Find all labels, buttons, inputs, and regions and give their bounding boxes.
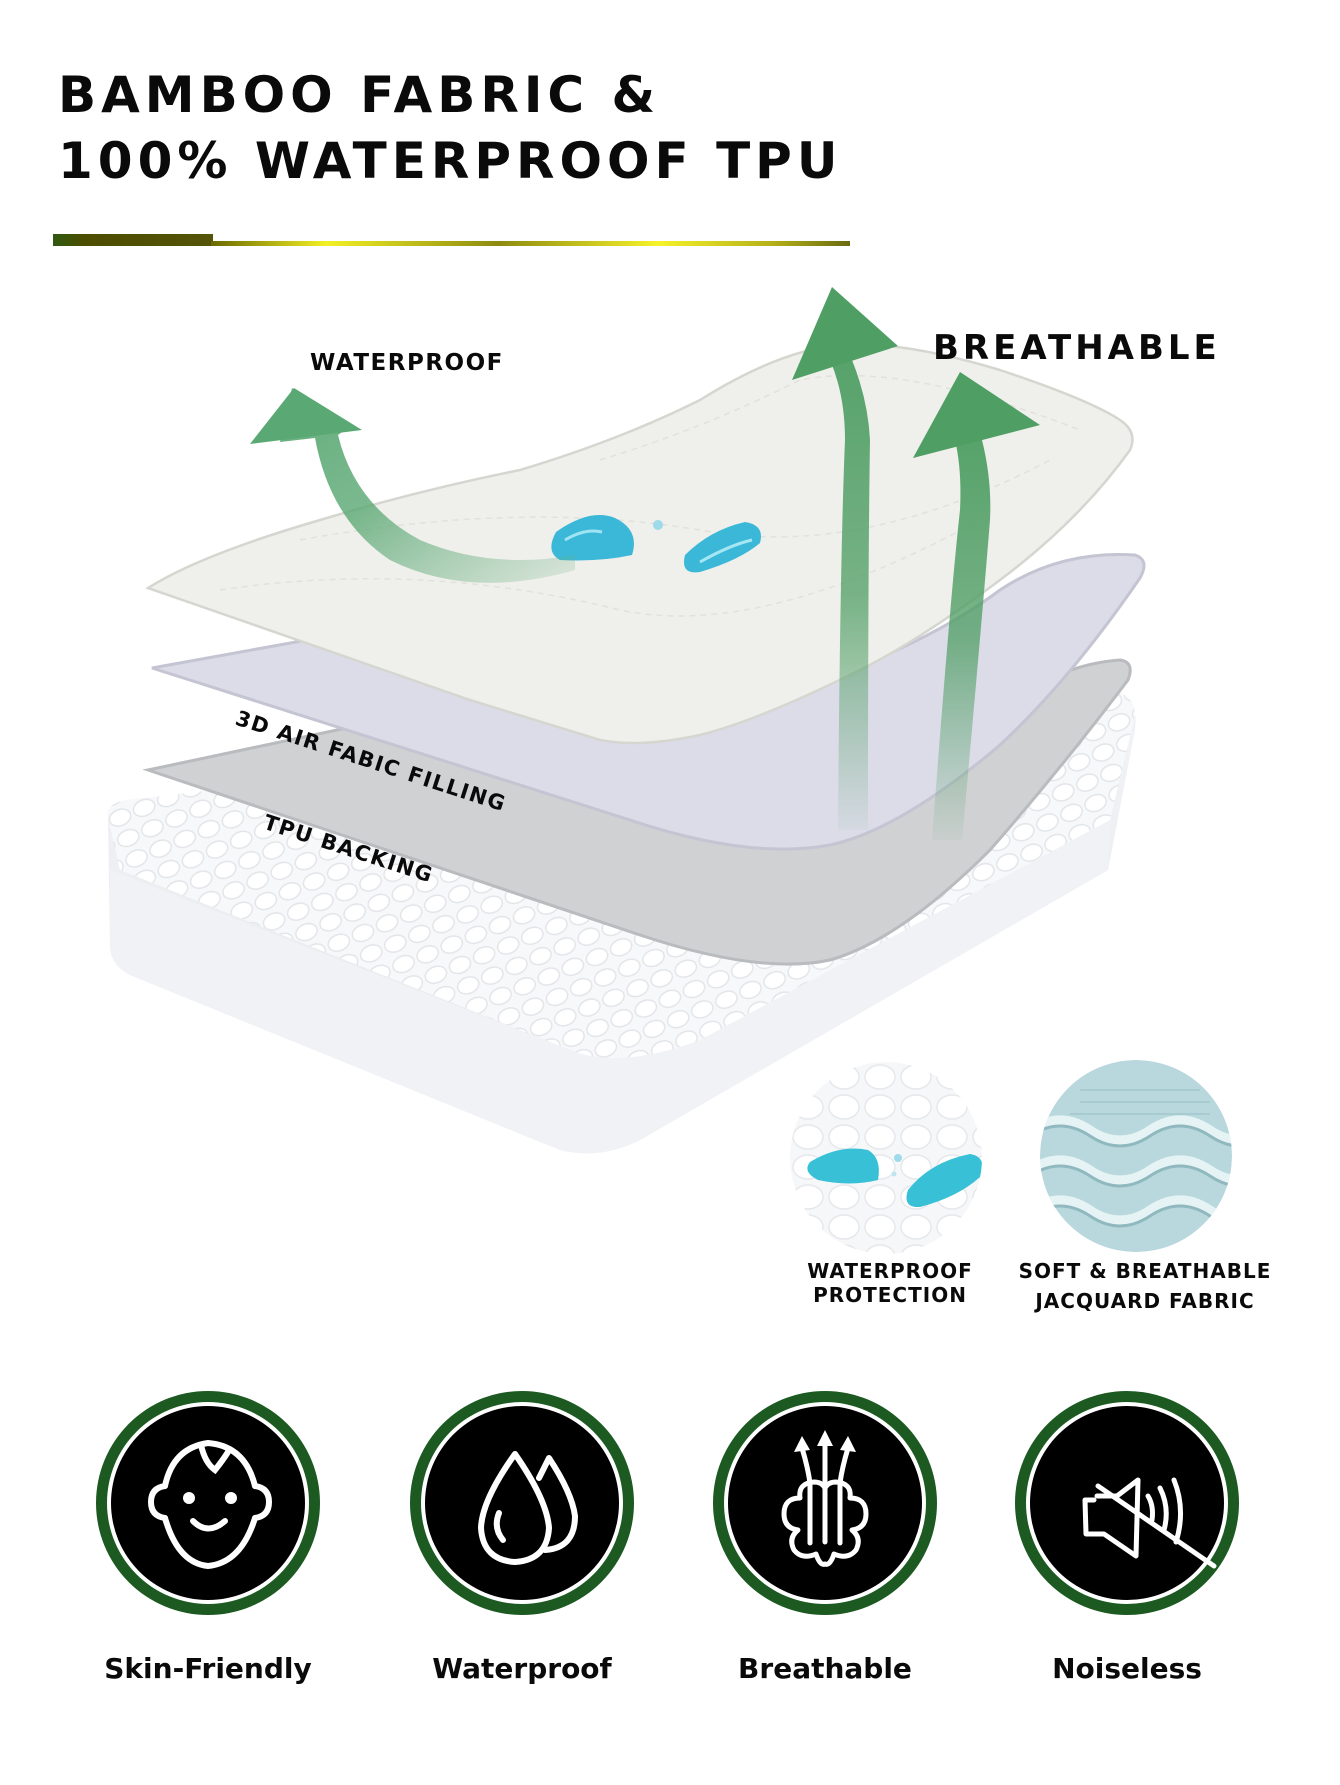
baby-face-icon bbox=[96, 1391, 320, 1615]
woven-fabric-icon bbox=[1040, 1060, 1232, 1252]
feature-badge-skin-friendly bbox=[93, 1388, 323, 1618]
waterproof-protection-caption: WATERPROOF PROTECTION bbox=[807, 1259, 973, 1307]
breathable-arrow-tall bbox=[792, 287, 898, 830]
mattress-layers-illustration bbox=[107, 287, 1146, 1154]
feature-badge-noiseless bbox=[1012, 1388, 1242, 1618]
speaker-muted-icon bbox=[1015, 1391, 1239, 1615]
feature-label-skin-friendly: Skin-Friendly bbox=[104, 1652, 312, 1685]
underline-gradient-line bbox=[211, 241, 850, 246]
jacquard-fabric-caption: SOFT & BREATHABLE JACQUARD FABRIC bbox=[1018, 1259, 1272, 1313]
water-drops bbox=[551, 515, 761, 573]
underline-thick-segment bbox=[53, 234, 213, 246]
feature-badge-breathable bbox=[710, 1388, 940, 1618]
bamboo-top-layer bbox=[145, 343, 1134, 745]
feature-badge-waterproof bbox=[407, 1388, 637, 1618]
water-drops-on-fabric-icon bbox=[790, 1062, 982, 1254]
waterproof-protection-swatch bbox=[790, 1062, 982, 1254]
breathable-cloud-icon bbox=[713, 1391, 937, 1615]
waterproof-arrow bbox=[250, 388, 575, 583]
title-underline bbox=[53, 234, 850, 246]
water-drops-icon bbox=[410, 1391, 634, 1615]
feature-label-noiseless: Noiseless bbox=[1052, 1652, 1202, 1685]
breathable-arrow-short bbox=[913, 372, 1040, 840]
breathable-callout: BREATHABLE bbox=[933, 328, 1221, 368]
feature-label-breathable: Breathable bbox=[738, 1652, 912, 1685]
title-line-1: BAMBOO FABRIC & bbox=[58, 66, 661, 124]
waterproof-callout: WATERPROOF bbox=[310, 350, 504, 376]
feature-label-waterproof: Waterproof bbox=[432, 1652, 612, 1685]
page-title: BAMBOO FABRIC & 100% WATERPROOF TPU bbox=[58, 62, 842, 194]
title-line-2: 100% WATERPROOF TPU bbox=[58, 132, 843, 190]
jacquard-fabric-swatch bbox=[1040, 1060, 1232, 1252]
